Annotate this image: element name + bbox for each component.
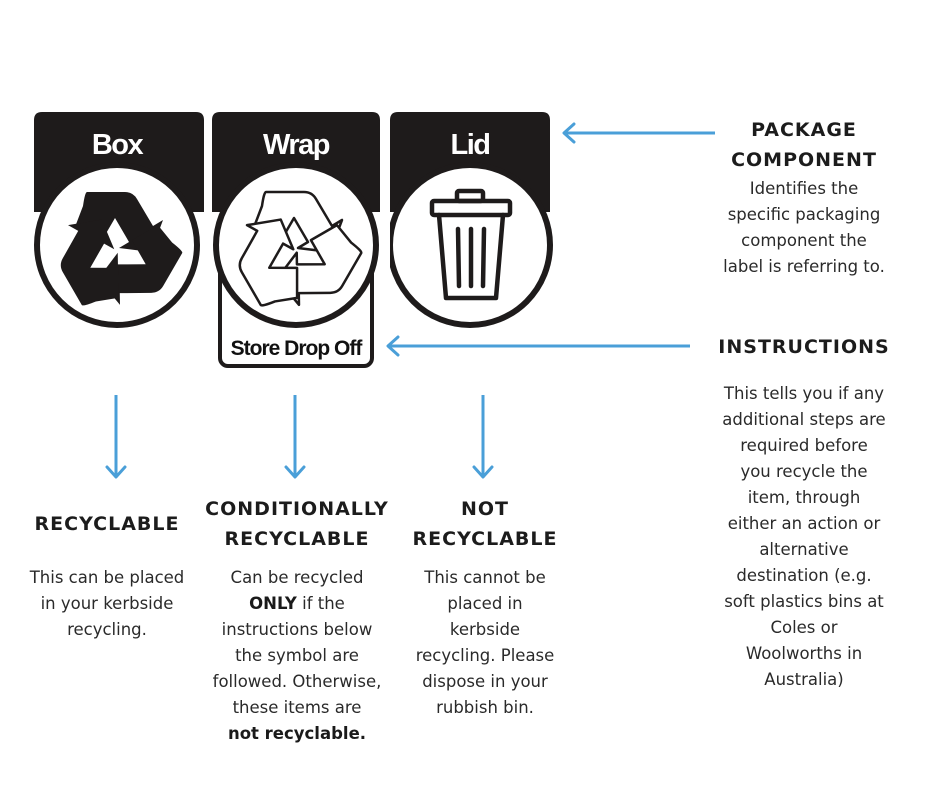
- not-recyclable-emphasis: not recyclable.: [227, 724, 367, 743]
- only-emphasis: ONLY: [249, 594, 297, 613]
- not-recyclable-description: This cannot be placed in kerbside recycl…: [415, 568, 555, 717]
- arrow-left-package-component: [562, 122, 715, 144]
- instructions-title: INSTRUCTIONS: [718, 336, 890, 358]
- conditionally-recyclable-title: CONDITIONALLY RECYCLABLE: [205, 498, 389, 550]
- label-lid: Lid: [390, 112, 560, 332]
- label-box: Box: [34, 112, 204, 332]
- arrow-left-instructions: [386, 335, 690, 357]
- wrap-tab-label: Wrap: [263, 129, 330, 161]
- store-drop-off-instruction: Store Drop Off: [231, 337, 364, 360]
- instructions-description: This tells you if any additional steps a…: [722, 384, 886, 689]
- not-recyclable-title: NOT RECYCLABLE: [412, 498, 558, 550]
- label-wrap: Wrap Store Drop Off: [212, 112, 384, 372]
- recyclable-title: RECYCLABLE: [34, 513, 180, 535]
- conditionally-recyclable-description: Can be recycled ONLY if the instructions…: [212, 568, 382, 743]
- trash-bin-icon: [429, 188, 513, 301]
- lid-tab-label: Lid: [451, 129, 490, 161]
- arrow-down-recyclable: [105, 395, 127, 479]
- arrow-down-conditional: [284, 395, 306, 479]
- package-component-title: PACKAGE COMPONENT: [731, 119, 877, 171]
- box-tab-label: Box: [92, 129, 144, 161]
- recyclable-description: This can be placed in your kerbside recy…: [29, 568, 185, 639]
- package-component-description: Identifies the specific packaging compon…: [723, 179, 885, 276]
- arrow-down-not-recyclable: [472, 395, 494, 479]
